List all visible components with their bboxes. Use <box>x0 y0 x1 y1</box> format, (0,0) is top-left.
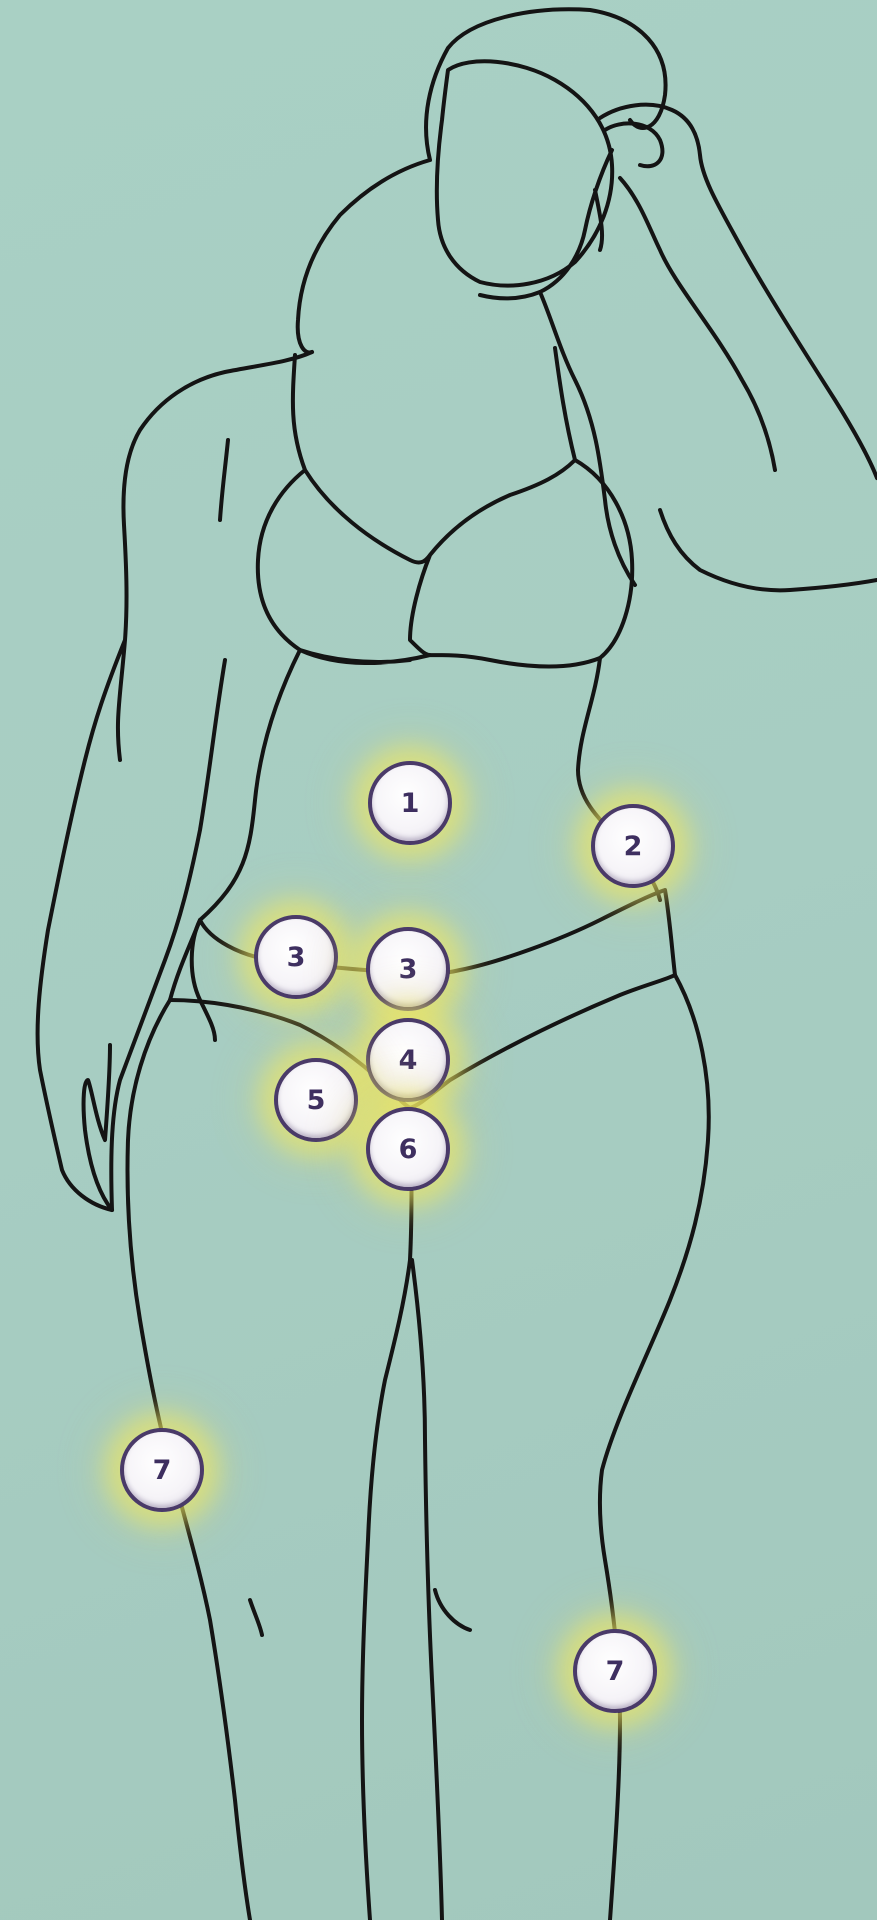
marker-5-label: 5 <box>307 1085 326 1116</box>
marker-3-center-label: 3 <box>399 954 418 985</box>
marker-6[interactable]: 6 <box>366 1107 450 1191</box>
marker-7-left[interactable]: 7 <box>120 1428 204 1512</box>
marker-1-label: 1 <box>401 788 420 819</box>
marker-7-right[interactable]: 7 <box>573 1629 657 1713</box>
face-outline <box>437 61 612 285</box>
marker-5[interactable]: 5 <box>274 1058 358 1142</box>
marker-4-label: 4 <box>399 1045 418 1076</box>
inner-leg-outline <box>362 1108 470 1920</box>
left-arm-inner-outline <box>111 440 228 1210</box>
marker-2[interactable]: 2 <box>591 804 675 888</box>
marker-4[interactable]: 4 <box>366 1018 450 1102</box>
marker-3-center[interactable]: 3 <box>366 927 450 1011</box>
bra-outline <box>258 348 632 667</box>
marker-6-label: 6 <box>399 1134 418 1165</box>
raised-hand-outline <box>480 105 877 591</box>
marker-2-label: 2 <box>624 831 643 862</box>
marker-7-right-label: 7 <box>606 1656 625 1687</box>
right-leg-outline <box>600 975 709 1920</box>
marker-1[interactable]: 1 <box>368 761 452 845</box>
marker-3-left[interactable]: 3 <box>254 915 338 999</box>
marker-7-left-label: 7 <box>153 1455 172 1486</box>
marker-3-left-label: 3 <box>287 942 306 973</box>
